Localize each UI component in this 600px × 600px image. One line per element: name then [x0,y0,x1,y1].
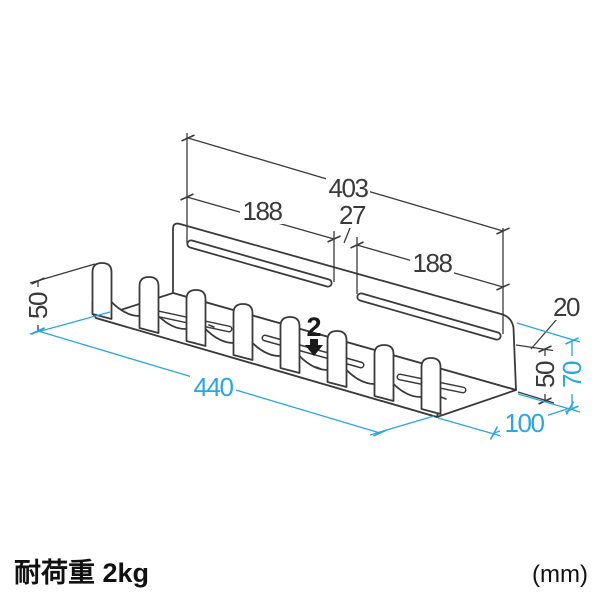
hook-prong-4 [232,303,254,361]
label-bg [500,409,548,436]
ext-line [369,415,435,436]
dim-188-right-label: 188 [413,248,453,278]
hook-prong-8 [420,357,442,415]
hook-prong-2 [138,276,160,334]
dim-2-label: 2 [306,312,321,342]
leader-20 [530,318,558,350]
hole-dot-2 [315,366,322,370]
hook-prong-5 [279,316,301,374]
label-bg [326,175,370,201]
label-bg [27,287,48,325]
dim-188-left-label: 188 [243,196,283,226]
ext-line [437,417,502,437]
tick [31,327,45,335]
label-bg [561,356,583,394]
hook-prong-7 [373,344,395,402]
tick [373,429,387,437]
tick [31,277,45,285]
load-capacity-label: 耐荷重 2kg [14,558,149,588]
label-bg [240,198,284,224]
dimension-labels: 403 188 27 188 20 50 50 70 440 100 2 [23,173,587,438]
ext-line [517,391,555,404]
down-arrow-icon [305,339,323,356]
panel-slot-left-inner [188,241,331,286]
hole-dot-3 [440,396,447,400]
leader-27 [343,227,351,244]
hook-prong-6 [326,330,348,388]
label-bg [410,250,454,276]
tick [180,193,194,201]
unit-label: (mm) [532,561,588,588]
ext-line [516,322,581,343]
dim-20-label: 20 [553,292,580,322]
tick [565,401,575,415]
label-bg [549,294,583,320]
ext-line [29,311,111,335]
label-bg [534,356,555,394]
tick [350,241,364,249]
dim-50-wall-label: 50 [530,361,560,388]
panel-slot-right-inner [358,294,500,339]
label-bg [337,202,367,228]
dim-50-hook-label: 50 [23,292,53,319]
tick [181,134,195,142]
dim-70-label: 70 [557,361,587,388]
tick [496,227,510,235]
dim-440-label: 440 [194,372,234,402]
tick [538,397,552,405]
hook-prong-3 [185,289,207,347]
tick [496,283,510,291]
hole-dot-1 [208,324,215,328]
dim-27-label: 27 [339,200,366,230]
hook-prong-1 [91,262,113,320]
tick [327,235,341,243]
tick [565,405,579,413]
dim-100-label: 100 [505,408,545,438]
ext-line [515,344,554,352]
dim-403-label: 403 [329,173,369,203]
tick [538,345,552,353]
tick [489,426,499,440]
tick [565,337,579,345]
label-bg [190,373,236,400]
